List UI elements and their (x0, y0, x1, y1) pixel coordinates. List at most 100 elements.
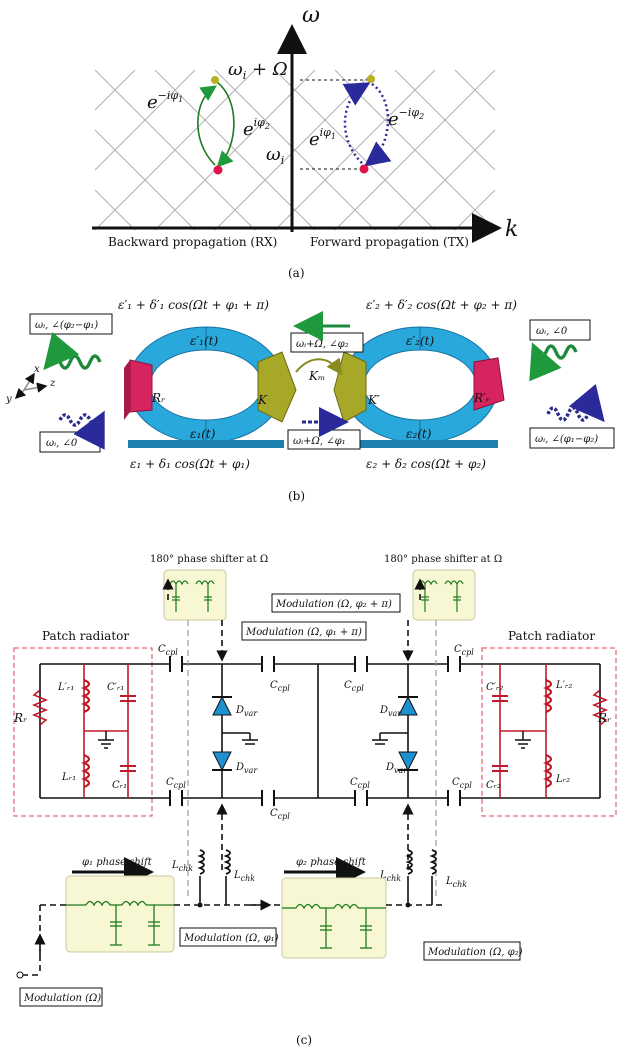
right-incoming-wave (529, 342, 578, 382)
svg-text:Ccpl: Ccpl (350, 777, 370, 790)
left-lower-state (213, 165, 223, 175)
l-r1-prime-label: L′ᵣ₁ (57, 682, 74, 693)
ccpl-labels: Ccpl Ccpl Ccpl Ccpl Ccpl Ccpl Ccpl Ccpl (158, 644, 474, 821)
forward-label: Forward propagation (TX) (310, 235, 469, 249)
shifter-left-box (163, 569, 227, 621)
svg-text:Ccpl: Ccpl (452, 777, 472, 790)
right-up-transition (342, 82, 371, 164)
panel-b: ε′₁ + δ′₁ cos(Ωt + φ₁ + π) ε′₂ + δ′₂ cos… (5, 298, 615, 503)
axis-z-label: z (49, 378, 56, 389)
ring1-top: ε′₁(t) (190, 334, 218, 348)
varactors (212, 695, 418, 772)
exp-left-1: e−iφ1 (147, 89, 183, 113)
right-upper-state (367, 75, 375, 83)
coupling-arrow (295, 357, 343, 376)
backward-label: Backward propagation (RX) (108, 235, 277, 249)
ring1-bottom: ε₁(t) (190, 427, 216, 441)
svg-text:Ccpl: Ccpl (454, 644, 474, 657)
patch-left-box (13, 647, 153, 817)
main-wires (39, 663, 601, 799)
exp-right-2: e−iφ2 (388, 106, 424, 130)
mod-right-mid-box (423, 941, 521, 961)
mod-source-box (19, 987, 103, 1007)
axis-k-label: k (505, 217, 518, 242)
right-down-transition (364, 82, 392, 167)
ring2-bottom: ε₂(t) (406, 427, 432, 441)
panel-a: ω k ωi + Ω ωi e−iφ1 eiφ2 eiφ1 e−iφ2 Back… (92, 3, 518, 280)
lchk-labels: Lchk Lchk Lchk Lchk (171, 860, 467, 889)
varactor-grounds (222, 732, 408, 745)
phase-shift-1-circuit (66, 900, 174, 946)
choke-inductors (197, 849, 437, 875)
svg-text:Ccpl: Ccpl (270, 680, 290, 693)
svg-text:Lchk: Lchk (445, 876, 467, 889)
left-outgoing-wave (43, 331, 102, 371)
eps1-prime-expr: ε′₁ + δ′₁ cos(Ωt + φ₁ + π) (118, 298, 269, 312)
patch-right-label: Patch radiator (508, 629, 595, 643)
svg-text:Dvar: Dvar (235, 762, 258, 775)
patch-left-label: Patch radiator (42, 629, 129, 643)
c-r2-prime-label: C′ᵣ₂ (486, 682, 503, 693)
shift1-label: φ₁ phase shift (82, 857, 153, 868)
caption-b: (b) (288, 489, 305, 503)
right-top-box (529, 319, 591, 341)
svg-text:Lchk: Lchk (171, 860, 193, 873)
eps2-expr: ε₂ + δ₂ cos(Ωt + φ₂) (366, 457, 486, 471)
mod-left-mid-box (179, 927, 277, 947)
patch-right-box (481, 647, 617, 817)
r-left-label: Rᵣ (13, 711, 27, 725)
l-r2-prime-label: L′ᵣ₂ (555, 680, 572, 691)
ring1-right: K (257, 393, 268, 407)
left-upper-state (211, 76, 219, 84)
exp-left-2: eiφ2 (243, 116, 270, 140)
ring-1 (124, 326, 297, 448)
eps1-expr: ε₁ + δ₁ cos(Ωt + φ₁) (130, 457, 250, 471)
omega-bottom-label: ωi (266, 144, 284, 167)
left-ground (98, 731, 114, 749)
coupling-capacitors (169, 656, 461, 806)
c-r1-prime-label: C′ᵣ₁ (107, 682, 124, 693)
c-r2-label: Cᵣ₂ (486, 780, 501, 791)
right-outgoing-wave (546, 383, 605, 423)
svg-text:Dvar: Dvar (385, 762, 408, 775)
dispersion-grid (94, 69, 496, 231)
axis-y-label: y (5, 394, 12, 405)
right-ground (515, 731, 531, 749)
svg-text:ωᵢ, ∠(φ₁−φ₂): ωᵢ, ∠(φ₁−φ₂) (535, 434, 598, 445)
axis-omega-label: ω (302, 3, 320, 28)
l-r2-label: Lᵣ₂ (555, 774, 570, 785)
svg-text:Lchk: Lchk (379, 870, 401, 883)
ring2-right: R′ᵣ (473, 391, 490, 405)
svg-text:ωi + Ω: ωi + Ω (228, 59, 288, 82)
mod-right-top-box (271, 593, 401, 613)
svg-text:ωᵢ, ∠0: ωᵢ, ∠0 (46, 438, 78, 449)
svg-text:Dvar: Dvar (379, 705, 402, 718)
svg-text:Modulation (Ω, φ₁ + π): Modulation (Ω, φ₁ + π) (245, 627, 362, 638)
ring2-top: ε′₂(t) (406, 334, 434, 348)
svg-text:Lchk: Lchk (233, 870, 255, 883)
mod-left-top-box (241, 621, 367, 641)
svg-text:Ccpl: Ccpl (166, 777, 186, 790)
axis-x-label: x (34, 364, 40, 375)
svg-text:Modulation (Ω, φ₁): Modulation (Ω, φ₁) (183, 933, 279, 944)
shifter-left-circuit (169, 580, 215, 612)
svg-text:Modulation (Ω, φ₂ + π): Modulation (Ω, φ₂ + π) (275, 599, 392, 610)
c-r1-label: Cᵣ₁ (112, 780, 127, 791)
ring2-left: K′ (367, 393, 380, 407)
phase-shift-2-box (281, 877, 387, 959)
coordinate-axes (14, 372, 48, 400)
shifter-right-title: 180° phase shifter at Ω (384, 554, 502, 565)
left-down-transition (216, 81, 235, 168)
right-bottom-box (529, 427, 615, 449)
svg-text:ωᵢ, ∠0: ωᵢ, ∠0 (536, 326, 568, 337)
bottom-mod-network (16, 876, 446, 979)
svg-text:ωᵢ+Ω, ∠φ₁: ωᵢ+Ω, ∠φ₁ (293, 436, 346, 447)
svg-text:Ccpl: Ccpl (344, 680, 364, 693)
phase-shift-2-circuit (282, 903, 386, 949)
left-incoming-wave (58, 410, 105, 450)
panel-c: 180° phase shifter at Ω 180° phase shift… (13, 554, 617, 1047)
right-lower-state (359, 164, 369, 174)
eps2-prime-expr: ε′₂ + δ′₂ cos(Ωt + φ₂ + π) (366, 298, 517, 312)
phase-shift-1-box (65, 875, 175, 953)
